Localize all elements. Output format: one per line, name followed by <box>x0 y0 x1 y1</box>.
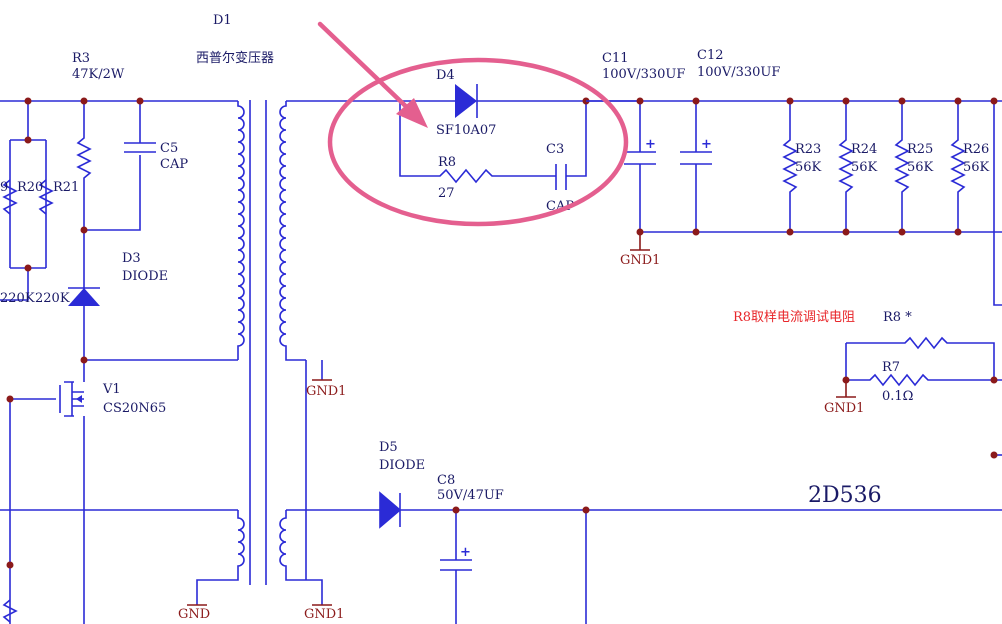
capacitor-c8 <box>440 510 472 624</box>
ground-bars <box>187 379 332 606</box>
r19-ref-partial: 9 <box>0 180 8 195</box>
r21-ref: R21 <box>53 180 79 195</box>
gnd1-label-sense: GND1 <box>824 401 864 416</box>
polarity-c11: + <box>645 137 656 152</box>
annotation-arrowhead <box>396 98 428 128</box>
resistor-r24 <box>838 101 854 232</box>
c11-ref: C11 <box>602 51 629 66</box>
current-sense-network <box>836 336 1002 459</box>
gnd1-label-transformer: GND1 <box>306 384 346 399</box>
r26-value: 56K <box>963 160 990 175</box>
left-primary-network <box>0 97 238 624</box>
transformer-ref: D1 <box>213 13 232 28</box>
r25-value: 56K <box>907 160 934 175</box>
polarity-c12: + <box>701 137 712 152</box>
chip-label: 2D536 <box>808 483 882 508</box>
resistor-r26 <box>950 101 966 232</box>
r25-ref: R25 <box>907 142 933 157</box>
r23-value: 56K <box>795 160 822 175</box>
c5-value: CAP <box>160 157 188 172</box>
d3-value: DIODE <box>122 269 168 284</box>
r26-ref: R26 <box>963 142 989 157</box>
r3-value: 47K/2W <box>72 67 125 82</box>
capacitor-c11 <box>624 101 1002 233</box>
d4-ref: D4 <box>436 68 455 83</box>
diode-d3 <box>68 288 100 306</box>
capacitor-c12 <box>680 101 712 232</box>
d5-value: DIODE <box>379 458 425 473</box>
r8-ref: R8 <box>438 155 456 170</box>
r7-value: 0.1Ω <box>882 389 913 404</box>
aux-output-network <box>379 491 1002 624</box>
resistor-r20 <box>38 179 54 215</box>
transformer-d1 <box>196 100 400 605</box>
r8-value: 27 <box>438 186 455 201</box>
sense-note: R8取样电流调试电阻 <box>733 310 855 325</box>
c12-ref: C12 <box>697 48 724 63</box>
output-network <box>586 97 1002 306</box>
d3-ref: D3 <box>122 251 141 266</box>
highlight-ellipse <box>327 57 629 227</box>
mosfet-v1 <box>10 360 85 624</box>
c8-value: 50V/47UF <box>437 488 504 503</box>
c12-value: 100V/330UF <box>697 65 780 80</box>
d4-value: SF10A07 <box>436 123 496 138</box>
annotation-overlay <box>317 21 629 227</box>
diode-d4 <box>455 84 477 118</box>
r3-ref: R3 <box>72 51 90 66</box>
r20-value: 220K <box>35 291 70 306</box>
c11-value: 100V/330UF <box>602 67 685 82</box>
resistor-r7 <box>845 343 1002 387</box>
c3-value: CAP <box>546 199 574 214</box>
capacitor-c5 <box>84 101 156 231</box>
resistor-r8-snubber <box>399 101 556 184</box>
resistor-r21 <box>76 101 92 360</box>
r7-ref: R7 <box>882 360 900 375</box>
gnd1-label-output: GND1 <box>620 253 660 268</box>
d5-ref: D5 <box>379 440 398 455</box>
resistor-r23 <box>782 101 798 232</box>
transformer-name: 西普尔变压器 <box>196 50 274 66</box>
polarity-c8: + <box>460 545 471 560</box>
r23-ref: R23 <box>795 142 821 157</box>
v1-ref: V1 <box>102 382 121 397</box>
r8-star-ref: R8 * <box>883 310 912 325</box>
annotation-arrow <box>317 21 419 119</box>
resistor-r19 <box>2 179 18 215</box>
c3-ref: C3 <box>546 142 564 157</box>
r24-value: 56K <box>851 160 878 175</box>
r19-value: 220K <box>0 291 35 306</box>
c8-ref: C8 <box>437 473 455 488</box>
gnd1-label-bottom: GND1 <box>304 607 344 622</box>
gnd-label: GND <box>178 607 210 622</box>
resistor-r25 <box>894 101 910 232</box>
r20-ref: R20 <box>17 180 43 195</box>
v1-value: CS20N65 <box>103 401 166 416</box>
r24-ref: R24 <box>851 142 877 157</box>
capacitor-c3 <box>555 101 587 190</box>
c5-ref: C5 <box>160 141 178 156</box>
